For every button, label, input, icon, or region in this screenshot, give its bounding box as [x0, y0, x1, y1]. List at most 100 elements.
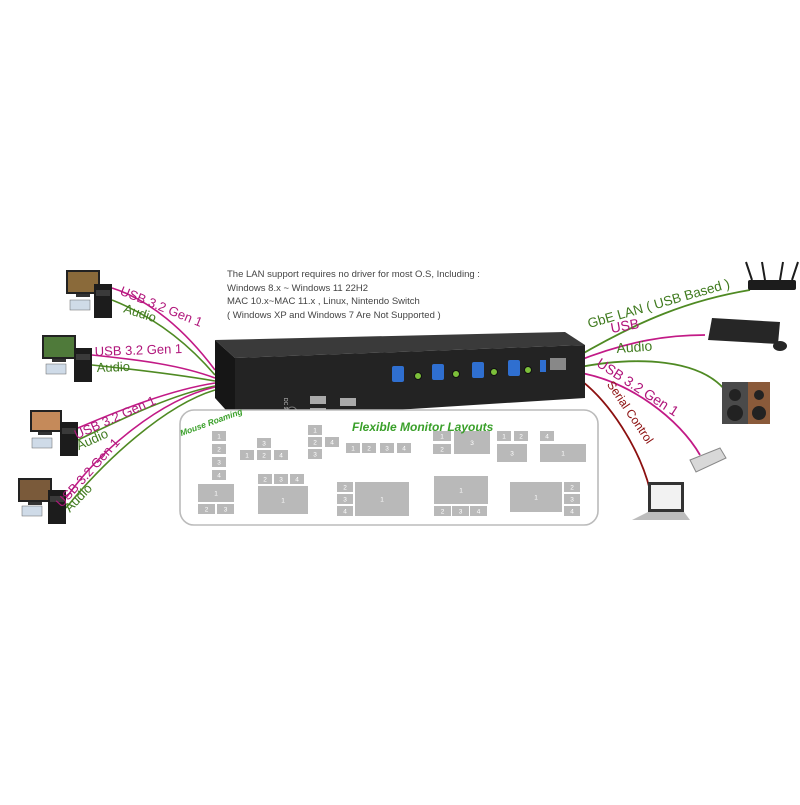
monitor-tile-label: 1: [245, 453, 249, 460]
keyboard-mouse: [708, 318, 787, 351]
monitor-tile: 2: [212, 444, 226, 454]
monitor-tile-rect: [325, 437, 339, 447]
monitor-tile-label: 3: [570, 497, 574, 504]
usb-b-port-1: [392, 366, 404, 382]
monitor-tile-rect: [274, 450, 288, 460]
monitor-tile-rect: [337, 506, 353, 516]
monitor-tile-rect: [355, 482, 409, 516]
monitor-tile: 1: [258, 486, 308, 514]
monitor-tile: 1: [434, 476, 488, 504]
monitor-tile: 1: [540, 444, 586, 462]
usb-stick-cable: [574, 371, 701, 456]
monitor-tile-rect: [240, 450, 254, 460]
monitor-tile-rect: [434, 476, 488, 504]
monitor-tile-rect: [564, 506, 580, 516]
monitor-tile-rect: [257, 438, 271, 448]
usb-cable-4: [65, 386, 216, 499]
monitor-tile: 1: [433, 431, 451, 441]
monitor-tile-label: 4: [545, 434, 549, 441]
monitor-tile-label: 3: [385, 446, 389, 453]
monitor-tile-label: 4: [279, 453, 283, 460]
monitor-tile-label: 1: [534, 495, 538, 502]
monitor-tile: 4: [290, 474, 304, 484]
monitor-tile-rect: [212, 444, 226, 454]
monitor-tile-label: 1: [214, 491, 218, 498]
monitor-tile-label: 2: [519, 434, 523, 441]
monitor-tile-rect: [540, 444, 586, 462]
kvm-side-face: [215, 340, 235, 420]
lan-port: [550, 358, 566, 370]
monitor-tile: 4: [564, 506, 580, 516]
monitor-tile: 3: [212, 457, 226, 467]
dp-port-3: [340, 398, 356, 406]
usb-a-port: [540, 360, 546, 372]
monitor-tile-rect: [452, 506, 469, 516]
monitor-tile: 2: [434, 506, 451, 516]
monitor-tile-label: 2: [263, 477, 267, 484]
audio-cable-1: [111, 299, 216, 376]
monitor-tile: 2: [198, 504, 215, 514]
monitor-tile-label: 3: [510, 451, 514, 458]
monitor-tile-label: 2: [440, 447, 444, 454]
monitor-tile: 2: [337, 482, 353, 492]
monitor-tile-label: 4: [570, 509, 574, 516]
usb-stick: [689, 447, 727, 473]
monitor-tile: 4: [325, 437, 339, 447]
monitor-tile-label: 3: [279, 477, 283, 484]
monitor-tile-rect: [308, 425, 322, 435]
monitor-tile: 3: [274, 474, 288, 484]
computer-set-4: [18, 478, 66, 524]
monitor-tile-rect: [212, 470, 226, 480]
monitor-tile-label: 2: [570, 485, 574, 492]
monitor-tile: 2: [514, 431, 528, 441]
monitor-tile: 3: [497, 444, 527, 462]
note-line: ( Windows XP and Windows 7 Are Not Suppo…: [227, 309, 441, 321]
audio-right-label: Audio: [615, 337, 653, 356]
monitor-tile: 4: [274, 450, 288, 460]
monitor-tile-rect: [198, 484, 234, 502]
monitor-tile: 1: [308, 425, 322, 435]
monitor-tile-label: 3: [459, 509, 463, 516]
monitor-tile-rect: [454, 431, 490, 454]
note-line: MAC 10.x~MAC 11.x , Linux, Nintendo Swit…: [227, 296, 420, 307]
monitor-tile: 3: [564, 494, 580, 504]
monitor-tile: 2: [433, 444, 451, 454]
audio-cable-4: [65, 389, 216, 509]
computer-set-3: [30, 410, 78, 456]
monitor-tile: 1: [497, 431, 511, 441]
dp-port-1: [310, 396, 326, 404]
tower-icon: [94, 284, 112, 318]
monitor-tile: 4: [540, 431, 554, 441]
monitor-tile: 3: [454, 431, 490, 454]
monitor-tile-label: 4: [330, 440, 334, 447]
monitor-tile-rect: [497, 444, 527, 462]
monitor-tile-rect: [510, 482, 562, 512]
monitor-tile: 3: [217, 504, 234, 514]
monitor-tile-label: 1: [440, 434, 444, 441]
monitor-tile: 4: [397, 443, 411, 453]
monitor-tile: 2: [308, 437, 322, 447]
monitor-tile-label: 1: [351, 446, 355, 453]
computer-set-2: [42, 335, 92, 382]
monitor-tile-rect: [337, 494, 353, 504]
monitor-tile-rect: [258, 474, 272, 484]
monitor-tile-label: 3: [470, 440, 474, 447]
monitor-tile-label: 2: [262, 453, 266, 460]
audio-cable-3: [77, 385, 216, 441]
monitor-tile-label: 4: [217, 473, 221, 480]
monitor-tile-label: 1: [313, 428, 317, 435]
right-cables: [574, 289, 751, 491]
monitor-tile-rect: [212, 431, 226, 441]
audio-label-2: Audio: [96, 358, 131, 375]
monitor-tile: 2: [257, 450, 271, 460]
monitor-tile-rect: [514, 431, 528, 441]
monitor-tile: 3: [452, 506, 469, 516]
monitor-tile-rect: [217, 504, 234, 514]
usb-stick-icon: [689, 447, 727, 473]
monitor-tile-label: 4: [295, 477, 299, 484]
laptop-base-icon: [632, 512, 690, 520]
monitor-tile-rect: [198, 504, 215, 514]
laptop: [632, 482, 690, 520]
